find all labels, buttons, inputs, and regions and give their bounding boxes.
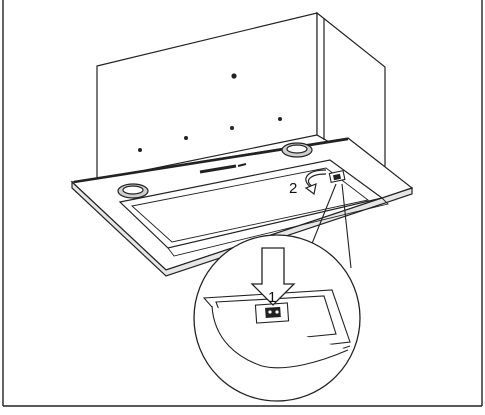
rotate-arrow bbox=[304, 169, 327, 196]
latch-detail bbox=[328, 169, 346, 183]
right-lamp bbox=[281, 142, 313, 158]
hood-body bbox=[96, 11, 386, 181]
callout-label-2: 2 bbox=[289, 180, 297, 197]
callout-label-1: 1 bbox=[268, 289, 276, 306]
page-border bbox=[2, 0, 483, 407]
press-arrow bbox=[250, 247, 296, 306]
mounting-holes bbox=[138, 73, 282, 152]
detail-magnifier bbox=[193, 234, 361, 402]
left-lamp bbox=[117, 183, 149, 199]
